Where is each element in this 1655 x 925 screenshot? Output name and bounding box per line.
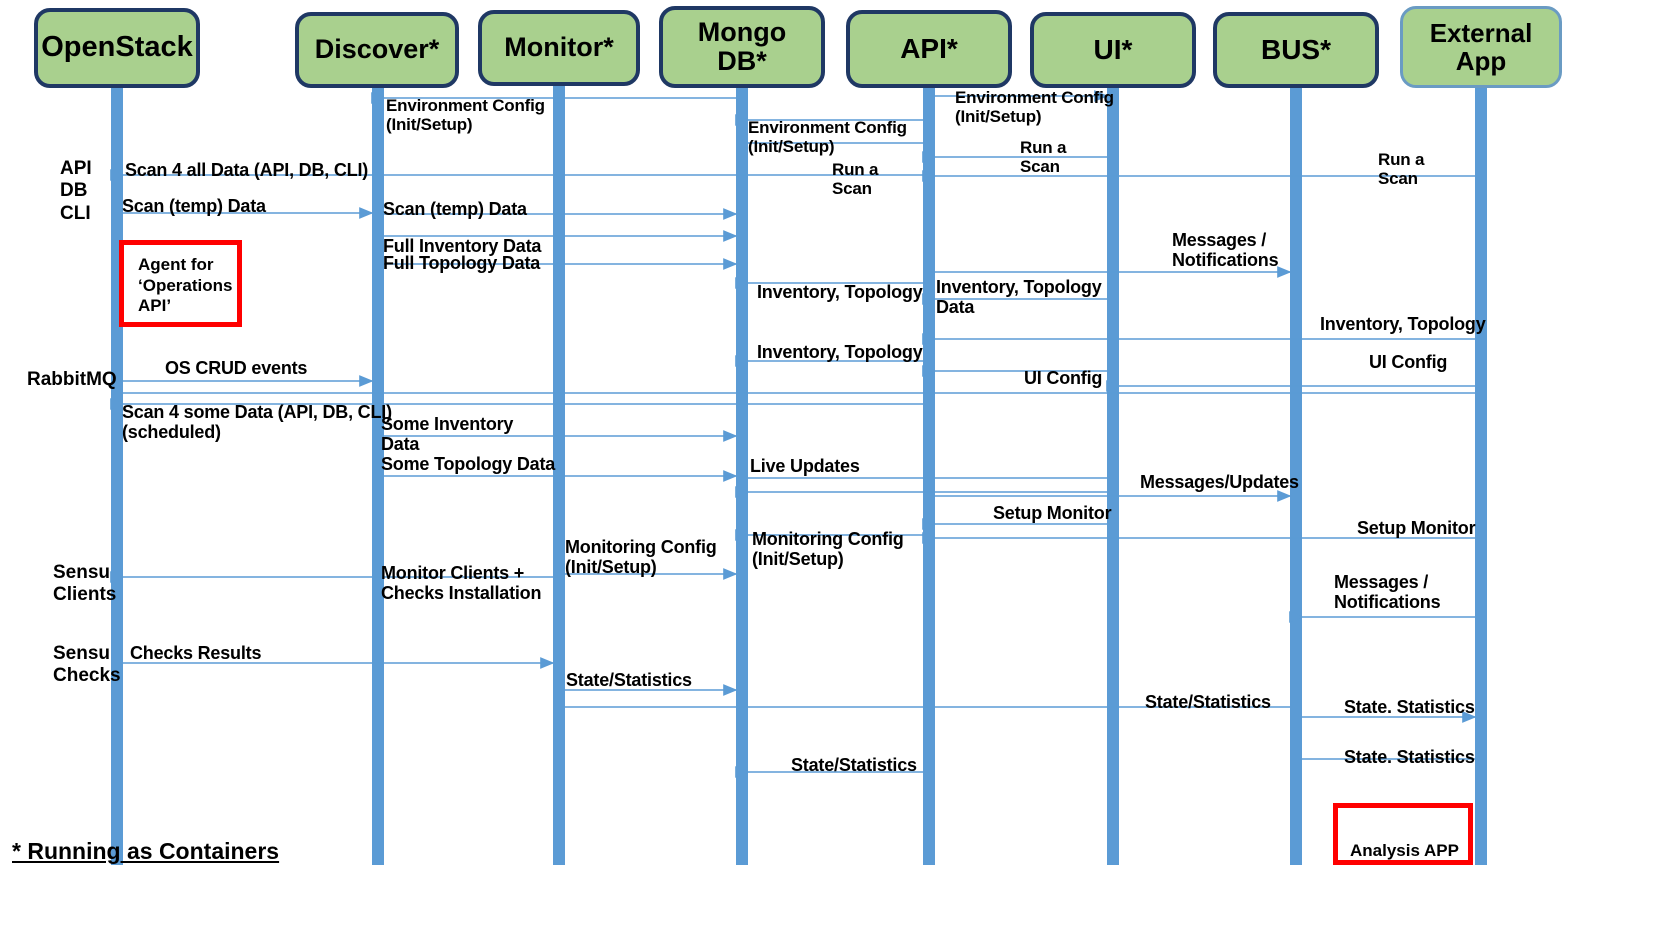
message-label-m30: Monitoring Config (Init/Setup) <box>565 537 717 578</box>
annotation-box-analysis-app: Analysis APP <box>1333 803 1473 865</box>
message-arrows-group <box>110 90 1477 778</box>
message-label-m33: Checks Results <box>130 643 262 663</box>
actor-box-api[interactable]: API* <box>846 10 1012 88</box>
actor-label-discover: Discover* <box>314 34 440 65</box>
lifeline-monitor <box>553 80 565 865</box>
message-label-m37: State. Statistics <box>1344 747 1475 767</box>
actor-box-ui[interactable]: UI* <box>1030 12 1196 88</box>
actor-label-mongodb: Mongo DB* <box>697 16 787 76</box>
message-label-m35: State/Statistics <box>1145 692 1271 712</box>
actor-box-externalapp[interactable]: External App <box>1400 6 1562 88</box>
actor-label-openstack: OpenStack <box>41 31 193 64</box>
message-label-m27: Setup Monitor <box>993 503 1112 523</box>
side-label-api-db-cli: API DB CLI <box>60 158 92 224</box>
message-label-m02: Environment Config (Init/Setup) <box>748 118 907 157</box>
message-label-m19: OS CRUD events <box>165 358 308 378</box>
actor-label-bus: BUS* <box>1260 33 1331 65</box>
message-label-m26: Messages/Updates <box>1140 472 1299 492</box>
message-label-m09: Scan (temp) Data <box>383 199 527 219</box>
message-label-m12: Inventory, Topology <box>757 282 923 302</box>
actor-label-monitor: Monitor* <box>504 32 614 63</box>
message-label-m01: Environment Config (Init/Setup) <box>386 96 545 135</box>
lifeline-ui <box>1107 82 1119 865</box>
actor-box-mongodb[interactable]: Mongo DB* <box>659 6 825 88</box>
actor-label-api: API* <box>900 32 958 64</box>
lifeline-discover <box>372 82 384 865</box>
message-label-m38: State/Statistics <box>791 755 917 775</box>
message-label-m16: Inventory, Topology <box>757 342 923 362</box>
message-label-m10: Full Inventory Data <box>383 236 542 256</box>
lifeline-bus <box>1290 82 1302 865</box>
message-label-m36: State. Statistics <box>1344 697 1475 717</box>
side-label-sensu-checks: Sensu Checks <box>53 643 121 687</box>
message-label-m24: Live Updates <box>750 456 860 476</box>
message-label-m07: Run a Scan <box>832 160 879 199</box>
message-label-m03: Environment Config (Init/Setup) <box>955 88 1114 127</box>
lifeline-mongodb <box>736 82 748 865</box>
actor-label-ui: UI* <box>1093 33 1133 65</box>
message-label-m04: Scan 4 all Data (API, DB, CLI) <box>125 160 369 180</box>
actor-box-monitor[interactable]: Monitor* <box>478 10 640 86</box>
side-label-rabbitmq: RabbitMQ <box>27 369 117 390</box>
message-label-m22: Some Inventory Data <box>381 414 514 455</box>
annotation-box-agent-operations-api: Agent for ‘Operations API’ <box>119 240 242 327</box>
message-label-m11: Full Topology Data <box>383 253 541 273</box>
lifeline-api <box>923 82 935 865</box>
message-label-m15: Inventory, Topology <box>1320 314 1486 334</box>
actor-label-externalapp: External App <box>1429 17 1533 76</box>
message-label-m18: UI Config <box>1369 352 1448 372</box>
actor-box-bus[interactable]: BUS* <box>1213 12 1379 88</box>
message-label-m29: Monitoring Config (Init/Setup) <box>752 529 904 570</box>
message-label-m32: Messages / Notifications <box>1334 572 1441 613</box>
message-label-m34: State/Statistics <box>566 670 692 690</box>
message-label-m17: UI Config <box>1024 368 1103 388</box>
message-label-m13: Inventory, Topology Data <box>936 277 1102 318</box>
message-label-m28: Setup Monitor <box>1357 518 1476 538</box>
message-label-m21: Scan 4 some Data (API, DB, CLI) (schedul… <box>122 402 392 443</box>
lifeline-externalapp <box>1475 82 1487 865</box>
footer-note: * Running as Containers <box>12 838 280 864</box>
message-label-m31: Monitor Clients + Checks Installation <box>381 563 542 604</box>
annotation-text-agent-operations-api: Agent for ‘Operations API’ <box>138 255 233 316</box>
message-label-m05: Run a Scan <box>1020 138 1067 177</box>
message-label-m08: Scan (temp) Data <box>122 196 266 216</box>
message-label-m06: Run a Scan <box>1378 150 1425 189</box>
actor-box-openstack[interactable]: OpenStack <box>34 8 200 88</box>
message-label-m14: Messages / Notifications <box>1172 230 1279 271</box>
side-label-sensu-clients: Sensu Clients <box>53 562 117 606</box>
annotation-text-analysis-app: Analysis APP <box>1350 841 1459 860</box>
message-label-m23: Some Topology Data <box>381 454 556 474</box>
actor-box-discover[interactable]: Discover* <box>295 12 459 88</box>
